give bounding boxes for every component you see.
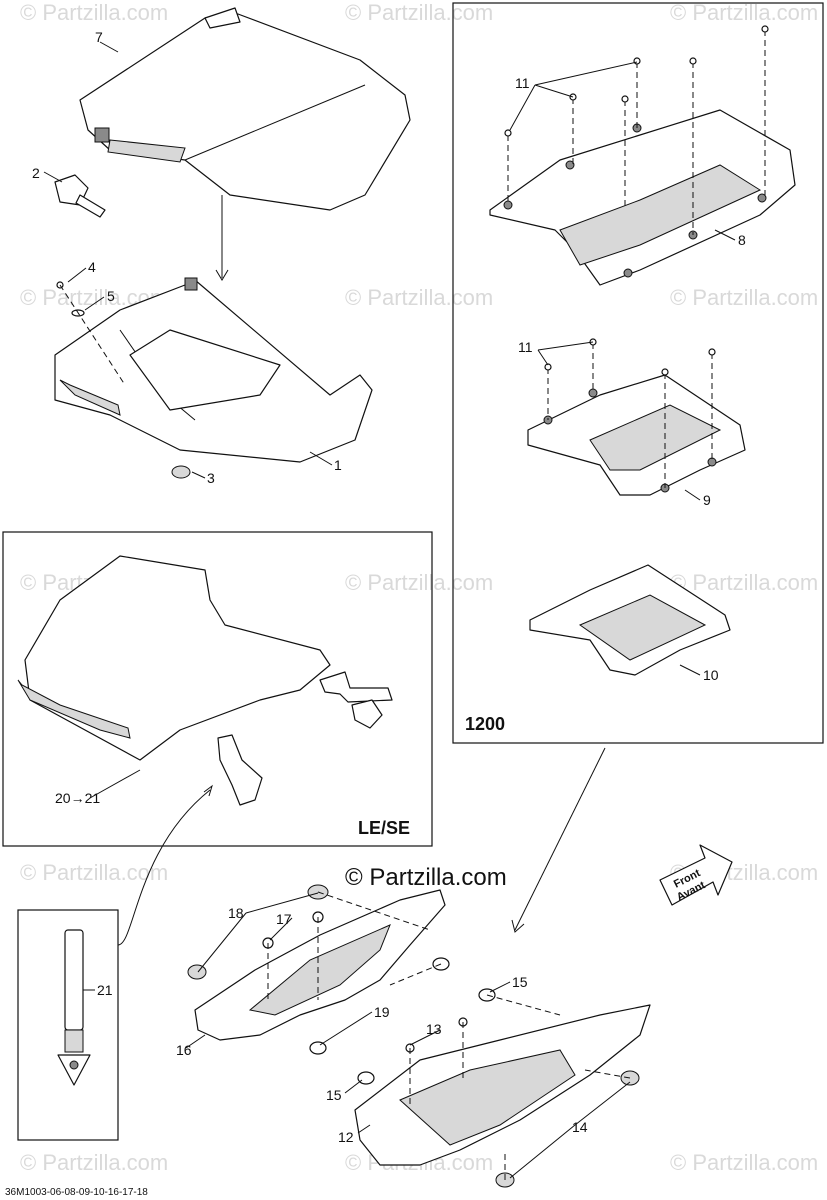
callout-16: 16 xyxy=(176,1042,192,1058)
callout-4: 4 xyxy=(88,259,96,275)
watermark-row2-right: © Partzilla.com xyxy=(670,285,818,310)
callout-leaders xyxy=(43,41,736,1179)
label-le-se: LE/SE xyxy=(358,818,410,838)
watermark-top-right: © Partzilla.com xyxy=(670,0,818,25)
watermarks: © Partzilla.com © Partzilla.com © Partzi… xyxy=(20,0,818,1175)
part-9-panel xyxy=(527,374,746,496)
callout-15-left: 15 xyxy=(326,1087,342,1103)
watermark-bottom-right: © Partzilla.com xyxy=(670,1150,818,1175)
part-10-panel xyxy=(529,564,731,676)
part-windshield-bracket xyxy=(54,174,106,218)
callout-3: 3 xyxy=(207,470,215,486)
frame-1200 xyxy=(452,2,824,744)
callout-8: 8 xyxy=(738,232,746,248)
grommet-3 xyxy=(171,465,191,479)
label-1200: 1200 xyxy=(465,714,505,734)
watermark-row2-center: © Partzilla.com xyxy=(345,285,493,310)
callout-9: 9 xyxy=(703,492,711,508)
callout-20-21: 20→21 xyxy=(55,790,100,806)
part-12-side-panel xyxy=(354,1004,651,1166)
callout-17: 17 xyxy=(276,911,292,927)
watermark-top-center: © Partzilla.com xyxy=(345,0,493,25)
callout-2: 2 xyxy=(32,165,40,181)
callout-18: 18 xyxy=(228,905,244,921)
callout-1: 1 xyxy=(334,457,342,473)
callout-5: 5 xyxy=(107,288,115,304)
watermark-bottom-left: © Partzilla.com xyxy=(20,1150,168,1175)
center-watermark: © Partzilla.com xyxy=(345,864,507,891)
frame-le-se xyxy=(2,531,433,847)
part-windshield xyxy=(79,7,411,211)
part-8-panel xyxy=(489,109,796,286)
front-direction-arrow: Front Avant xyxy=(659,844,733,906)
frame-part-21 xyxy=(17,909,119,1141)
callout-10: 10 xyxy=(703,667,719,683)
watermark-row4-left: © Partzilla.com xyxy=(20,860,168,885)
diagram-code: 36M1003-06-08-09-10-16-17-18 xyxy=(5,1187,148,1198)
watermark-row3-right: © Partzilla.com xyxy=(670,570,818,595)
callout-11-top: 11 xyxy=(515,75,530,91)
part-21-strap xyxy=(57,929,91,1086)
callout-19: 19 xyxy=(374,1004,390,1020)
part-le-se-windshield xyxy=(17,555,393,806)
callout-12: 12 xyxy=(338,1129,354,1145)
callout-21: 21 xyxy=(97,982,113,998)
callout-15-right: 15 xyxy=(512,974,528,990)
part-16-side-panel xyxy=(194,889,446,1041)
callout-14: 14 xyxy=(572,1119,588,1135)
callout-13: 13 xyxy=(426,1021,442,1037)
callouts: 7 2 4 5 3 1 11 8 11 9 10 20→21 21 18 17 … xyxy=(32,29,746,1145)
callout-7: 7 xyxy=(95,29,103,45)
watermark-row3-center: © Partzilla.com xyxy=(345,570,493,595)
watermark-top-left: © Partzilla.com xyxy=(20,0,168,25)
callout-11-mid: 11 xyxy=(518,339,533,355)
part-hood xyxy=(54,277,373,463)
